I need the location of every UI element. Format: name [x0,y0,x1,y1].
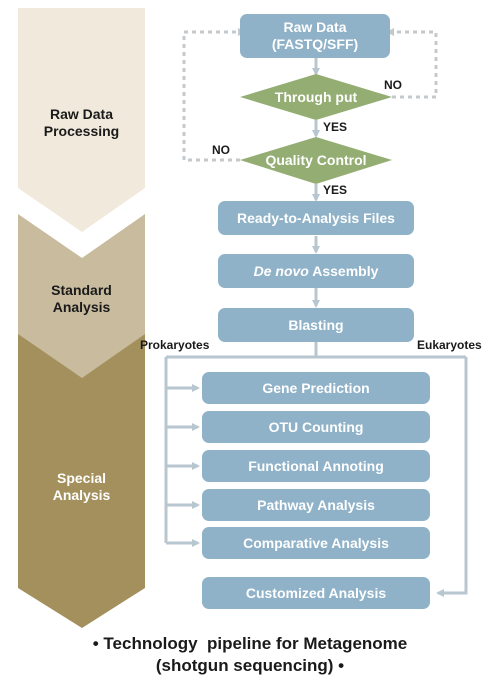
quality-control-label: Quality Control [265,152,367,168]
comparative-analysis-box: Comparative Analysis [202,527,430,559]
throughput-label: Through put [274,89,358,105]
customized-analysis-box: Customized Analysis [202,577,430,609]
quality-yes-label: YES [323,183,348,197]
quality-control-diamond [240,137,392,184]
assembly-italic: De novo [253,262,309,279]
prokaryotes-label: Prokaryotes [140,338,210,352]
otu-counting-box: OTU Counting [202,411,430,443]
functional-annoting-box: Functional Annoting [202,450,430,482]
throughput-no-label: NO [384,78,402,92]
ready-to-analysis-box: Ready-to-Analysis Files [218,201,414,235]
eukaryotes-label: Eukaryotes [417,338,482,352]
stage-chevron-raw-data-processing [18,8,145,232]
blasting-box: Blasting [218,308,414,342]
quality-no-label: NO [212,143,230,157]
caption-line-2: (shotgun sequencing) • [155,656,345,675]
assembly-rest: Assembly [308,262,379,279]
raw-data-box: Raw Data(FASTQ/SFF) [240,14,390,58]
pathway-analysis-box: Pathway Analysis [202,489,430,521]
assembly-box: De novo Assembly [218,254,414,288]
throughput-yes-label: YES [323,120,348,134]
stage-chevron-standard-analysis [18,214,145,396]
stage-chevron-special-analysis [18,334,145,628]
branch-eukaryotes-line [436,357,468,597]
loop-quality-no [182,28,246,162]
throughput-diamond [240,74,392,120]
caption-line-1: • Technology pipeline for Metagenome [92,634,408,653]
gene-prediction-box: Gene Prediction [202,372,430,404]
